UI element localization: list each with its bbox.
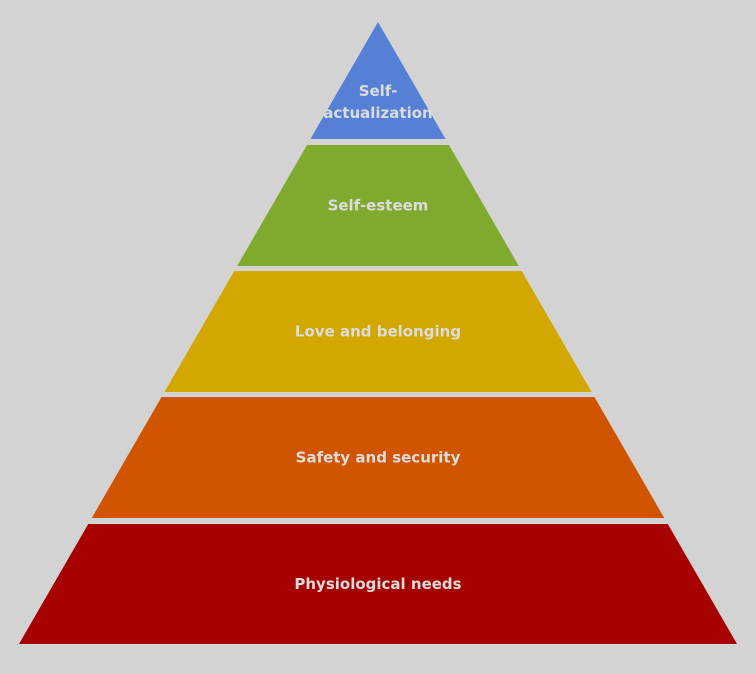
- pyramid-level-label: Physiological needs: [294, 575, 461, 593]
- pyramid-level-label: Safety and security: [296, 449, 461, 467]
- pyramid-level-label: Love and belonging: [295, 323, 461, 341]
- pyramid-level-shape: [91, 397, 665, 518]
- pyramid-level-safety-and-security: Safety and security: [91, 397, 665, 518]
- pyramid-level-label: Self-esteem: [328, 197, 429, 215]
- pyramid-level-label: actualization: [323, 104, 432, 122]
- pyramid-level-self-actualization: Self-actualization: [310, 22, 446, 139]
- pyramid-level-love-and-belonging: Love and belonging: [164, 271, 592, 392]
- pyramid-level-shape: [164, 271, 592, 392]
- pyramid-level-shape: [19, 524, 737, 644]
- pyramid-level-shape: [310, 22, 446, 139]
- pyramid-level-self-esteem: Self-esteem: [237, 145, 519, 266]
- pyramid-level-physiological-needs: Physiological needs: [19, 524, 737, 644]
- pyramid-level-label: Self-: [359, 82, 398, 100]
- pyramid-level-shape: [237, 145, 519, 266]
